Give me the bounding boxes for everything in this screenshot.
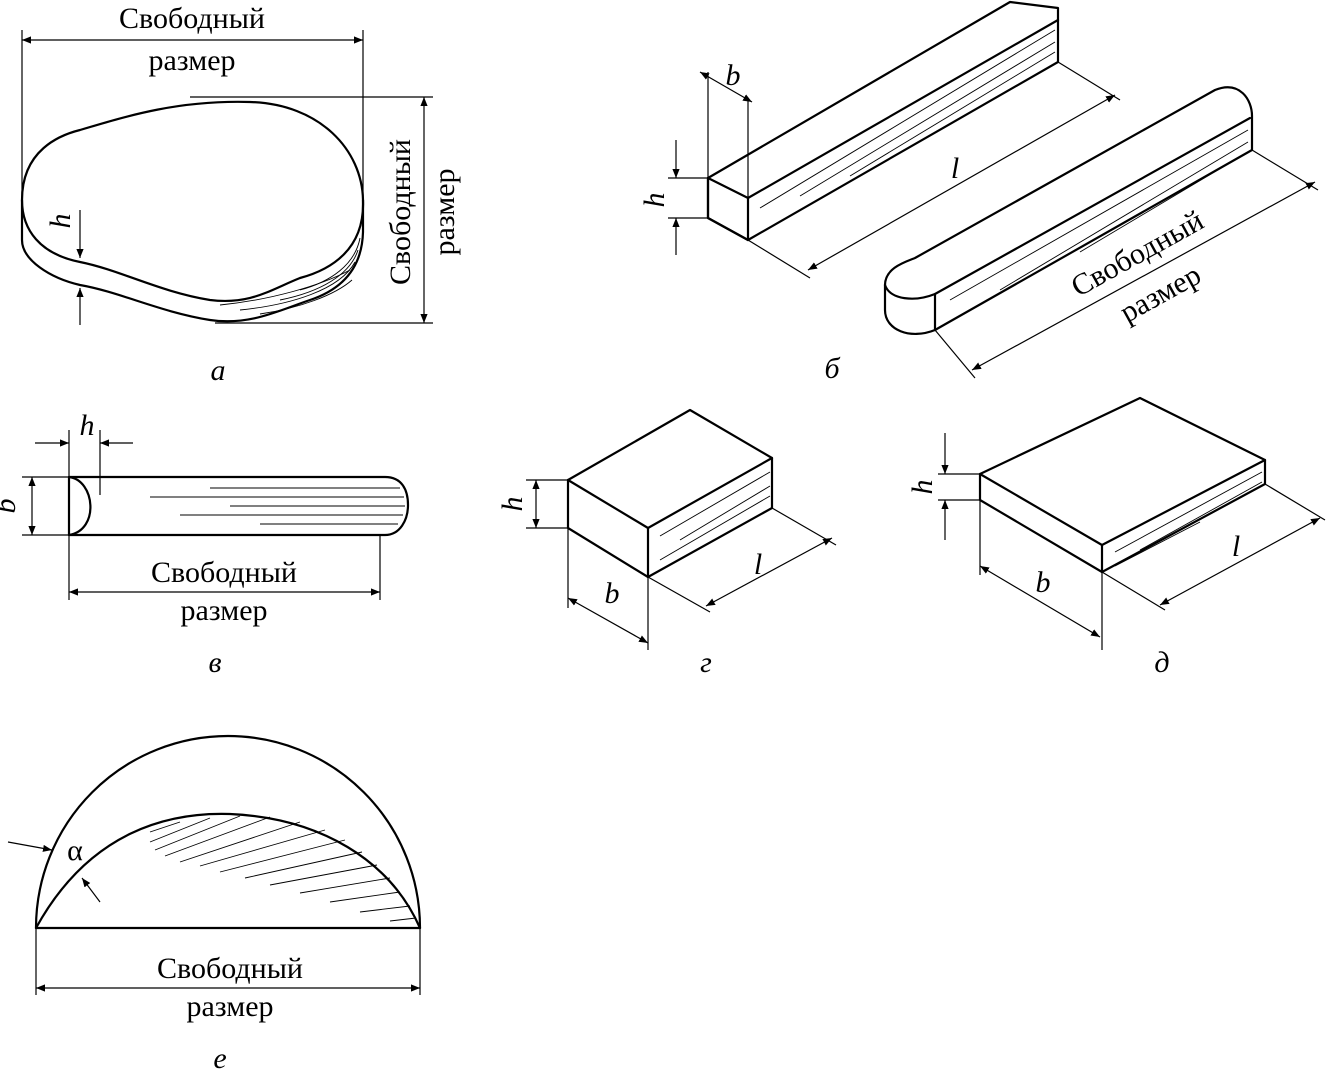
subfigure-label-d: д [1154,646,1169,679]
subfigure-label-e: е [213,1042,226,1075]
free-size-label-v-line2: размер [180,594,267,627]
b-label-b: b [726,59,741,92]
free-size-label-e-line1: Свободный [157,952,303,985]
subfigure-label-a: а [211,354,226,387]
figure-g: h b l г [496,408,837,679]
h-label-d: h [906,480,939,495]
h-label-g: h [496,497,529,512]
free-size-label-right-line2: размер [428,168,461,255]
figure-a: Свободный размер Свободный размер h а [20,2,461,387]
b-label-d: b [1036,566,1051,599]
rect-bar [706,0,1060,242]
segment-shape [34,734,422,930]
free-size-label-line1: Свободный [119,2,265,35]
subfigure-label-v: в [208,646,221,679]
free-size-label-line2: размер [148,44,235,77]
l-label-d: l [1232,530,1240,563]
figure-v: h b Свободный размер в [0,409,410,679]
segment-hatching [149,815,417,922]
subfigure-label-b: б [824,352,840,385]
free-size-label-e-line2: размер [186,990,273,1023]
subfigure-label-g: г [700,646,712,679]
b-label-g: b [605,577,620,610]
free-size-label-right-line1: Свободный [384,139,417,285]
l-label-b: l [951,152,959,185]
plate-d [978,396,1267,574]
figure-b: b h l Свободный размер б [638,0,1319,385]
h-label-b: h [638,193,671,208]
half-round-bar [67,475,410,537]
h-label-v: h [80,409,95,442]
alpha-label: α [67,834,83,867]
disc-shape [20,100,365,323]
free-size-label-v-line1: Свободный [151,556,297,589]
block-g [566,408,774,579]
figure-d: h b l д [906,396,1326,679]
figure-e: α Свободный размер е [7,734,422,1075]
h-label-a: h [44,214,77,229]
l-label-g: l [754,548,762,581]
b-label-v: b [0,499,22,514]
